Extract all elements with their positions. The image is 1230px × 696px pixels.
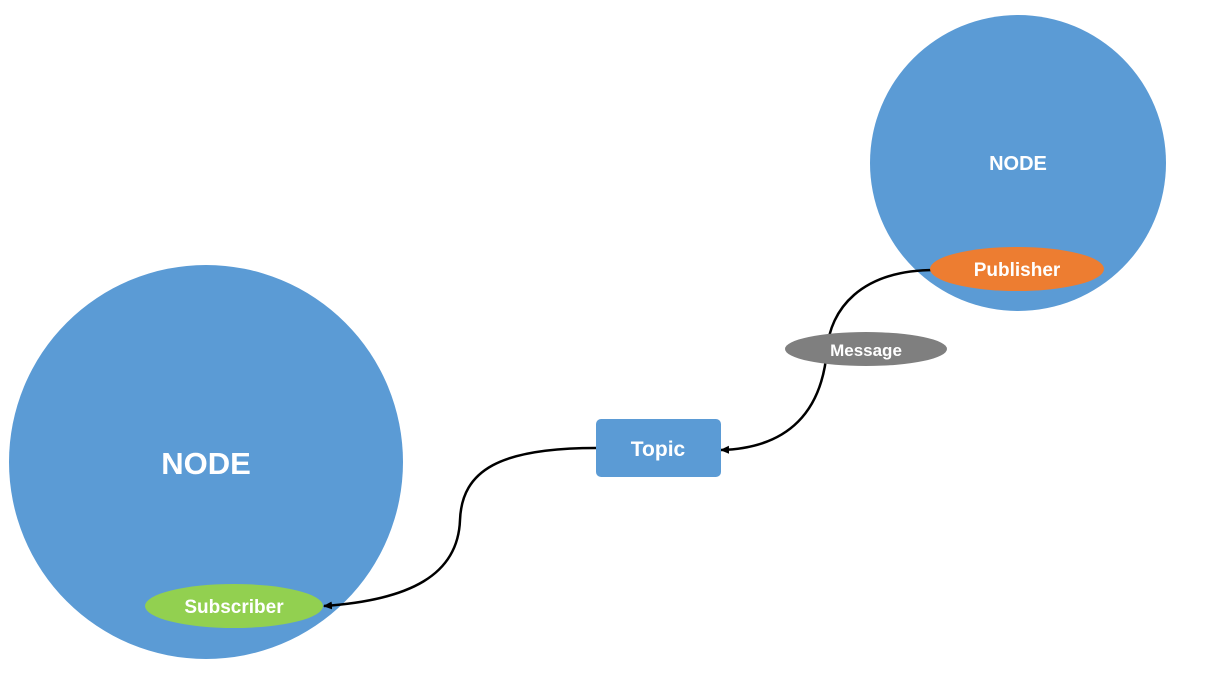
message-ellipse [785, 332, 947, 366]
node-left: NODE [9, 265, 403, 659]
node-right-circle [870, 15, 1166, 311]
node-left-circle [9, 265, 403, 659]
publisher-ellipse [930, 247, 1104, 291]
message-label: Message [830, 341, 902, 360]
node-left-label: NODE [161, 446, 251, 481]
topic-rect [596, 419, 721, 477]
topic-box: Topic [596, 419, 721, 477]
message-badge: Message [785, 332, 947, 366]
edge-topic-to-subscriber [323, 446, 597, 610]
topic-label: Topic [631, 438, 686, 461]
publisher-label: Publisher [974, 260, 1061, 281]
publisher-badge: Publisher [930, 247, 1104, 291]
subscriber-label: Subscriber [184, 597, 284, 618]
node-right: NODE [870, 15, 1166, 311]
node-right-label: NODE [989, 153, 1047, 175]
subscriber-ellipse [145, 584, 323, 628]
subscriber-badge: Subscriber [145, 584, 323, 628]
